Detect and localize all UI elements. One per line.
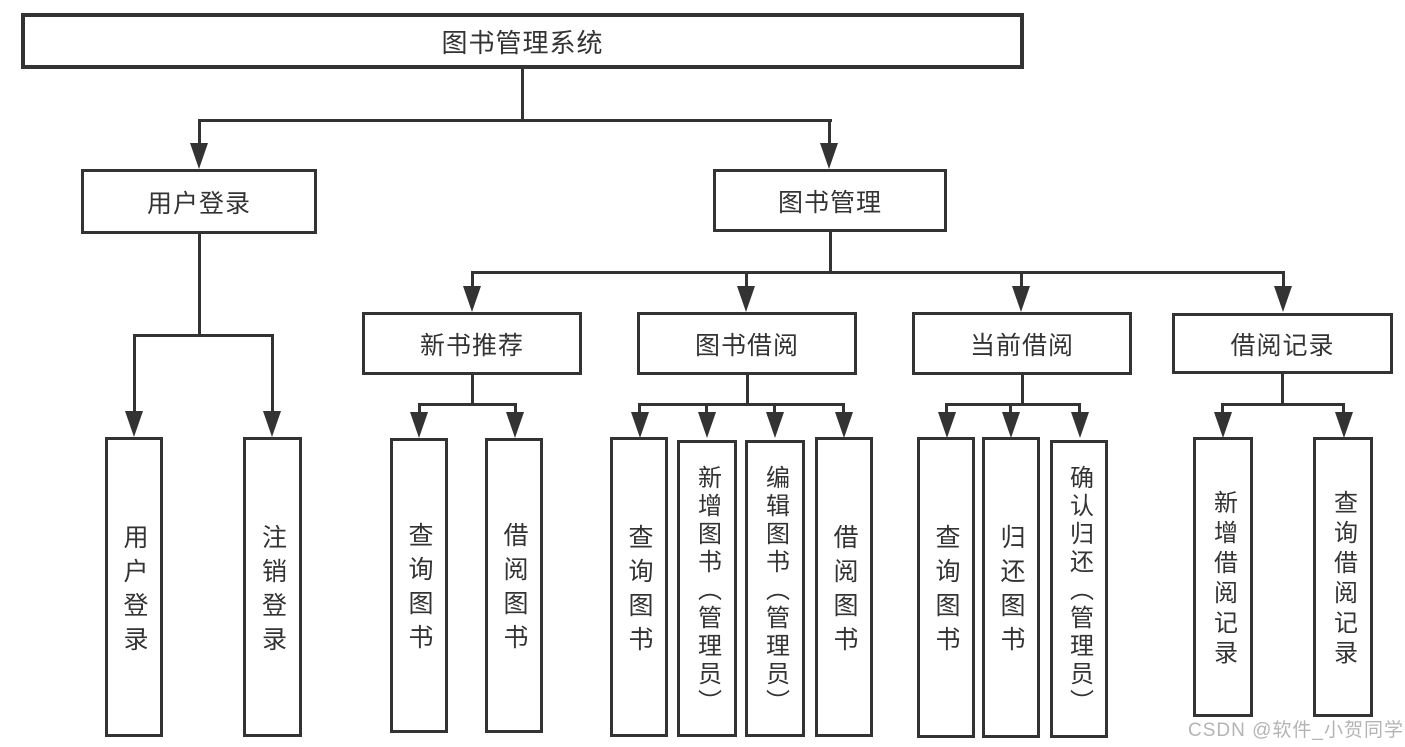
node-library-system: 图书管理系统 bbox=[21, 13, 1024, 69]
connector-line bbox=[1221, 403, 1345, 406]
leaf-query-books: 查询图书 bbox=[610, 437, 668, 737]
arrowhead-down-icon bbox=[1274, 286, 1292, 312]
connector-line bbox=[471, 271, 1285, 274]
connector-line bbox=[271, 334, 274, 413]
arrowhead-down-icon bbox=[463, 286, 481, 312]
leaf-query-borrow-record: 查询借阅记录 bbox=[1313, 437, 1373, 717]
connector-line bbox=[521, 69, 524, 122]
node-book-management: 图书管理 bbox=[713, 169, 947, 232]
arrowhead-down-icon bbox=[631, 412, 649, 438]
connector-line bbox=[945, 403, 948, 414]
arrowhead-down-icon bbox=[1012, 286, 1030, 312]
leaf-logout: 注销登录 bbox=[243, 437, 302, 737]
node-user-login: 用户登录 bbox=[81, 169, 317, 234]
connector-line bbox=[133, 334, 274, 337]
connector-line bbox=[1282, 271, 1285, 288]
arrowhead-down-icon bbox=[1214, 412, 1232, 438]
arrowhead-down-icon bbox=[698, 412, 716, 438]
leaf-add-book-admin: 新增图书（管理员） bbox=[677, 440, 737, 737]
connector-line bbox=[829, 232, 832, 274]
connector-line bbox=[471, 271, 474, 288]
connector-line bbox=[746, 375, 749, 406]
connector-line bbox=[133, 334, 136, 413]
connector-line bbox=[1009, 403, 1012, 414]
connector-line bbox=[638, 403, 641, 414]
watermark: CSDN @软件_小贺同学 bbox=[1188, 720, 1404, 741]
arrowhead-down-icon bbox=[835, 412, 853, 438]
connector-line bbox=[1021, 375, 1024, 406]
node-book-borrow: 图书借阅 bbox=[637, 312, 857, 375]
leaf-edit-book-admin: 编辑图书（管理员） bbox=[745, 440, 805, 737]
connector-line bbox=[1342, 403, 1345, 414]
connector-line bbox=[1281, 374, 1284, 406]
leaf-user-login: 用户登录 bbox=[105, 437, 163, 737]
leaf-query-books: 查询图书 bbox=[917, 437, 975, 738]
arrowhead-down-icon bbox=[1335, 412, 1353, 438]
connector-line bbox=[418, 403, 421, 414]
leaf-return-books: 归还图书 bbox=[982, 437, 1040, 738]
arrowhead-down-icon bbox=[190, 143, 208, 169]
leaf-add-borrow-record: 新增借阅记录 bbox=[1193, 437, 1253, 717]
connector-line bbox=[1221, 403, 1224, 414]
arrowhead-down-icon bbox=[410, 412, 428, 438]
connector-line bbox=[1020, 271, 1023, 288]
arrowhead-down-icon bbox=[1002, 412, 1020, 438]
leaf-query-books: 查询图书 bbox=[390, 438, 448, 733]
connector-line bbox=[705, 403, 708, 414]
connector-line bbox=[773, 403, 776, 414]
arrowhead-down-icon bbox=[938, 412, 956, 438]
leaf-confirm-return-admin: 确认归还（管理员） bbox=[1050, 440, 1108, 738]
leaf-borrow-books: 借阅图书 bbox=[485, 438, 543, 733]
connector-line bbox=[638, 403, 845, 406]
connector-line bbox=[198, 234, 201, 337]
node-current-borrow: 当前借阅 bbox=[912, 312, 1132, 375]
connector-line bbox=[471, 375, 474, 406]
connector-line bbox=[1078, 403, 1081, 414]
arrowhead-down-icon bbox=[766, 412, 784, 438]
connector-line bbox=[842, 403, 845, 414]
leaf-borrow-books: 借阅图书 bbox=[815, 437, 873, 737]
arrowhead-down-icon bbox=[820, 143, 838, 169]
node-borrow-records: 借阅记录 bbox=[1172, 313, 1393, 374]
connector-line bbox=[514, 403, 517, 414]
arrowhead-down-icon bbox=[125, 411, 143, 437]
connector-line bbox=[945, 403, 1081, 406]
arrowhead-down-icon bbox=[263, 411, 281, 437]
connector-line bbox=[828, 119, 831, 147]
connector-line bbox=[418, 403, 517, 406]
node-new-book-recommend: 新书推荐 bbox=[362, 312, 582, 375]
arrowhead-down-icon bbox=[737, 286, 755, 312]
arrowhead-down-icon bbox=[1071, 412, 1089, 438]
arrowhead-down-icon bbox=[506, 412, 524, 438]
connector-line bbox=[745, 271, 748, 288]
connector-line bbox=[198, 119, 832, 122]
connector-line bbox=[198, 119, 201, 147]
